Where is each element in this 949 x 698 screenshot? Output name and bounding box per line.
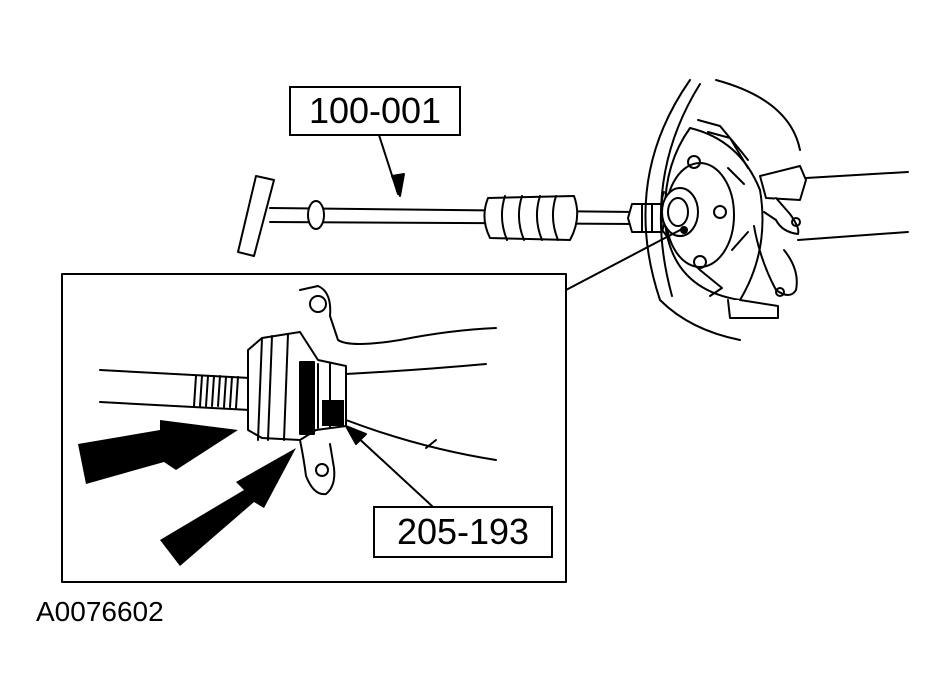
leader-line-bottom xyxy=(353,433,433,507)
slide-weight xyxy=(483,195,579,241)
force-arrow-upper xyxy=(78,420,238,484)
force-arrow-lower xyxy=(160,448,296,566)
hub-knuckle-assembly xyxy=(644,79,909,341)
figure-id-label: A0076602 xyxy=(36,596,164,627)
leader-line-inset xyxy=(565,227,685,291)
slide-hammer-tool xyxy=(237,175,667,257)
inset-detail xyxy=(99,285,497,496)
t-handle xyxy=(237,175,275,257)
inset-frame xyxy=(61,273,567,583)
shaft-ring xyxy=(307,200,325,230)
callout-label-bottom: 205-193 xyxy=(373,506,553,558)
hammer-shaft xyxy=(269,207,641,225)
callout-label-top: 100-001 xyxy=(289,86,461,136)
arrowhead-top xyxy=(391,173,405,197)
steering-knuckle xyxy=(759,165,807,201)
arrowhead-bottom xyxy=(345,425,367,445)
